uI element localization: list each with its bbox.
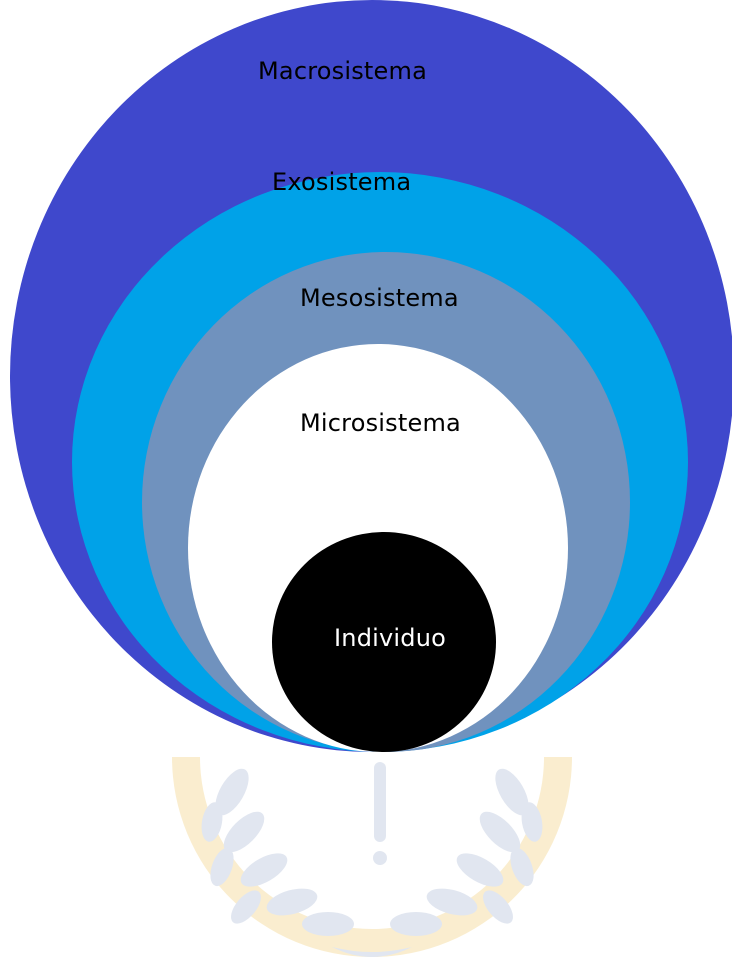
seal-ribbon-icon [332,947,412,957]
macrosistema-label: Macrosistema [258,57,427,85]
microsistema-label: Microsistema [300,409,461,437]
seal-torch-base-icon [373,851,387,865]
left-laurel-icon [201,768,354,936]
individuo-circle [272,532,496,752]
ecological-systems-diagram [10,0,732,752]
exosistema-label: Exosistema [272,168,412,196]
seal-torch-icon [374,762,386,842]
right-laurel-icon [390,768,543,936]
university-seal-watermark-icon [172,757,572,957]
mesosistema-label: Mesosistema [300,284,459,312]
individuo-label: Individuo [334,624,446,652]
